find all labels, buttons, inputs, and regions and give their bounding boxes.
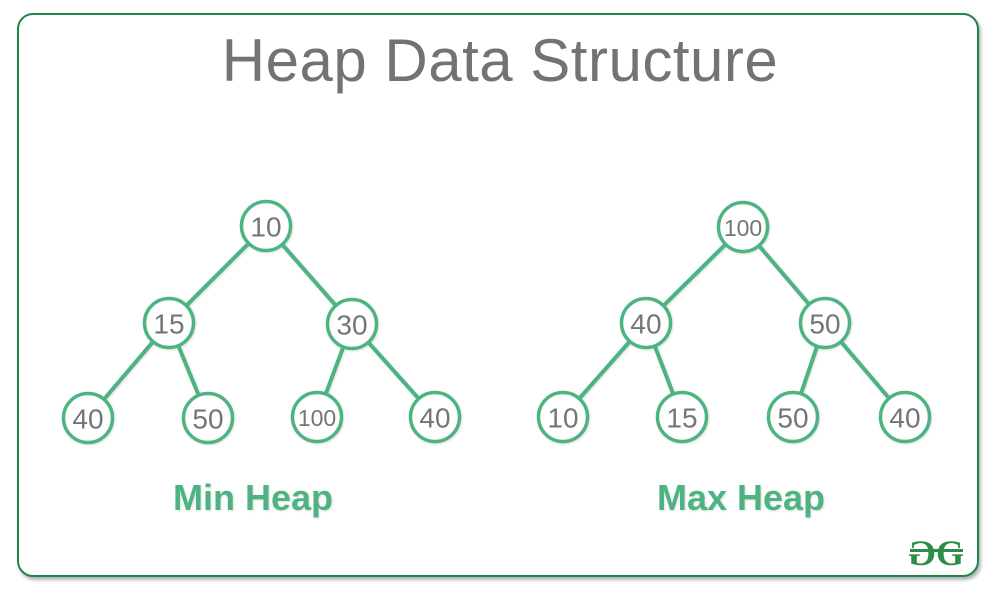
logo-letter-g: G bbox=[935, 533, 964, 573]
tree-node bbox=[325, 297, 379, 351]
tree-edge bbox=[281, 243, 337, 307]
tree-edge bbox=[757, 244, 811, 306]
tree-node bbox=[619, 296, 673, 350]
tree-edge bbox=[839, 340, 891, 400]
tree-edge bbox=[367, 341, 420, 400]
tree-node-value: 50 bbox=[809, 309, 840, 340]
tree-node bbox=[766, 390, 820, 444]
tree-edge bbox=[578, 340, 631, 400]
tree-edge bbox=[662, 243, 727, 307]
tree-node-value: 100 bbox=[724, 215, 762, 241]
tree-node bbox=[181, 391, 235, 445]
tree-node bbox=[290, 390, 344, 444]
tree-node-value: 50 bbox=[192, 404, 223, 435]
page-title: Heap Data Structure bbox=[221, 27, 779, 94]
card-frame bbox=[17, 13, 979, 577]
tree-node-value: 50 bbox=[777, 403, 808, 434]
logo-letter-reversed-g: G bbox=[910, 533, 936, 573]
tree-node-value: 40 bbox=[630, 309, 661, 340]
tree-node-value: 10 bbox=[547, 403, 578, 434]
tree-edge bbox=[653, 345, 675, 395]
tree-node-value: 40 bbox=[72, 404, 103, 435]
tree-node bbox=[798, 296, 852, 350]
tree-node bbox=[536, 390, 590, 444]
tree-edge bbox=[176, 345, 201, 396]
tree-label: Max Heap bbox=[657, 477, 825, 518]
tree-edge bbox=[799, 345, 819, 395]
geeksforgeeks-logo: GG bbox=[909, 533, 964, 573]
tree-node bbox=[61, 391, 115, 445]
tree-node bbox=[239, 199, 293, 253]
tree-node bbox=[142, 296, 196, 350]
tree-node bbox=[655, 390, 709, 444]
tree-node-value: 15 bbox=[153, 309, 184, 340]
tree-node-value: 15 bbox=[666, 403, 697, 434]
tree-node-value: 40 bbox=[889, 403, 920, 434]
tree-edge bbox=[324, 346, 345, 395]
tree-edge bbox=[185, 242, 250, 307]
tree-node bbox=[408, 390, 462, 444]
logo-strike-bar bbox=[909, 549, 963, 552]
tree-node bbox=[716, 200, 770, 254]
tree-node-value: 30 bbox=[336, 310, 367, 341]
tree-node-value: 100 bbox=[298, 405, 336, 431]
tree-label: Min Heap bbox=[173, 477, 333, 518]
tree-node bbox=[878, 390, 932, 444]
tree-node-value: 40 bbox=[419, 403, 450, 434]
tree-edge bbox=[102, 340, 155, 401]
tree-node-value: 10 bbox=[250, 212, 281, 243]
